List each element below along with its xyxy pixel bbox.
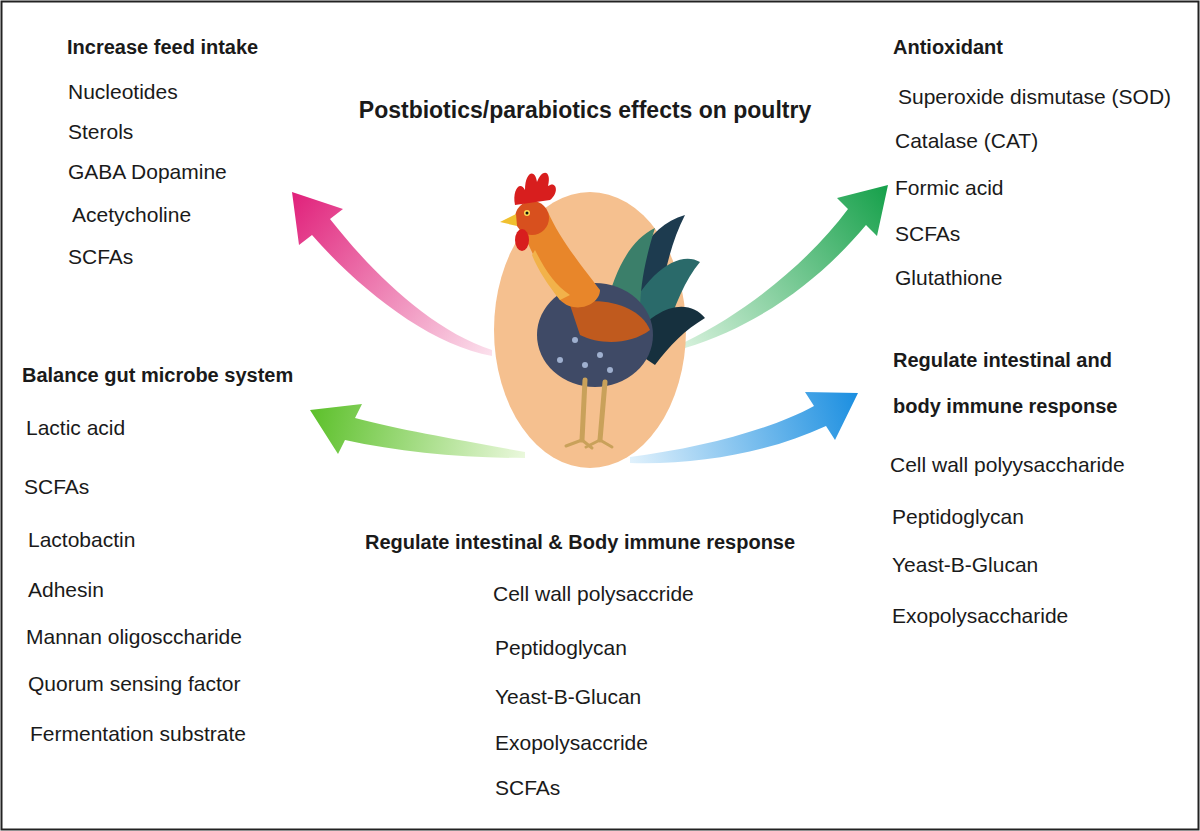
list-item: Nucleotides [68, 79, 178, 105]
list-item: Mannan oligosccharide [26, 624, 242, 650]
list-item: Lactic acid [26, 415, 125, 441]
diagram-title: Postbiotics/parabiotics effects on poult… [359, 97, 811, 124]
list-item: Yeast-B-Glucan [892, 552, 1038, 578]
group-heading: Regulate intestinal & Body immune respon… [365, 529, 795, 555]
list-item: Fermentation substrate [30, 721, 246, 747]
group-heading: Antioxidant [893, 34, 1003, 60]
list-item: SCFAs [495, 775, 560, 801]
list-item: Yeast-B-Glucan [495, 684, 641, 710]
list-item: Exopolysaccharide [892, 603, 1068, 629]
list-item: Peptidoglycan [892, 504, 1024, 530]
list-item: SCFAs [24, 474, 89, 500]
group-heading: Increase feed intake [67, 34, 258, 60]
list-item: Peptidoglycan [495, 635, 627, 661]
list-item: Quorum sensing factor [28, 671, 240, 697]
list-item: Adhesin [28, 577, 104, 603]
list-item: Acetycholine [72, 202, 191, 228]
group-heading: Balance gut microbe system [22, 362, 293, 388]
list-item: Exopolysaccride [495, 730, 648, 756]
list-item: SCFAs [68, 244, 133, 270]
list-item: Glutathione [895, 265, 1002, 291]
group-heading: Regulate intestinal and body immune resp… [893, 337, 1158, 429]
curved-arrow [292, 192, 492, 356]
rooster-illustration [500, 173, 705, 448]
list-item: Sterols [68, 119, 133, 145]
list-item: Cell wall polyysaccharide [890, 452, 1125, 478]
list-item: Catalase (CAT) [895, 128, 1038, 154]
list-item: SCFAs [895, 221, 960, 247]
curved-arrow [310, 404, 525, 458]
list-item: Superoxide dismutase (SOD) [898, 84, 1171, 110]
list-item: GABA Dopamine [68, 159, 227, 185]
list-item: Formic acid [895, 175, 1004, 201]
list-item: Lactobactin [28, 527, 135, 553]
list-item: Cell wall polysaccride [493, 581, 694, 607]
curved-arrow [685, 185, 888, 348]
